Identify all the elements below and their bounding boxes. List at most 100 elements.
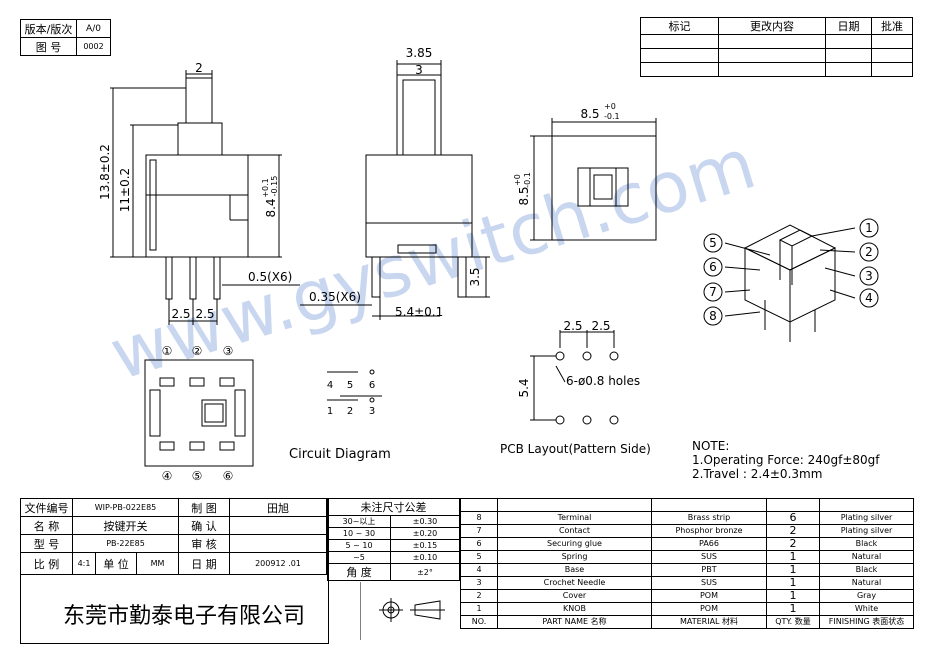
- bom-name: Securing glue: [497, 537, 652, 551]
- tol-value-4: ±0.10: [390, 551, 460, 564]
- company-name: 东莞市勤泰电子有限公司: [63, 604, 306, 629]
- bom-name: Cover: [497, 589, 652, 603]
- dim-pin-len-side: 3.5: [468, 267, 482, 286]
- circuit-pin-6: 6: [369, 380, 375, 391]
- pcb-pitch-1: 2.5: [563, 319, 582, 333]
- front-view: [110, 70, 300, 325]
- name-value: 按键开关: [72, 516, 179, 535]
- technical-drawing: www.gyswitch.com: [98, 46, 880, 483]
- callout-7: 7: [709, 285, 717, 299]
- pin-marker-2: ②: [192, 344, 203, 358]
- side-view: [300, 60, 490, 320]
- bom-qty: 2: [766, 524, 820, 538]
- bom-material: PA66: [651, 537, 767, 551]
- name-label: 名 称: [20, 516, 73, 535]
- dim-top-view-height-tol-bot: -0.1: [523, 172, 532, 188]
- bom-no: 3: [460, 576, 498, 590]
- bom-no: 7: [460, 524, 498, 538]
- bom-material: POM: [651, 589, 767, 603]
- dim-top-view-width-tol-top: +0: [604, 102, 616, 111]
- tolerance-title: 未注尺寸公差: [327, 498, 460, 516]
- dim-side-offset: 5.4±0.1: [395, 305, 443, 319]
- bom-material: POM: [651, 602, 767, 616]
- pin-marker-3: ③: [223, 344, 234, 358]
- pin-marker-4: ④: [162, 469, 173, 483]
- pcb-layout-label: PCB Layout(Pattern Side): [500, 442, 651, 456]
- draw-label: 制 图: [178, 498, 230, 517]
- tol-value-2: ±0.20: [390, 527, 460, 540]
- callout-2: 2: [865, 245, 873, 259]
- truncated-cone-icon: [410, 600, 445, 620]
- bom-no: 4: [460, 563, 498, 577]
- pin-marker-6: ⑥: [223, 469, 234, 483]
- dim-side-inner: 3: [415, 63, 423, 77]
- bom-name: Crochet Needle: [497, 576, 652, 590]
- callout-5: 5: [709, 236, 717, 250]
- tol-range-2: 10 ~ 30: [327, 527, 391, 540]
- bom-finish: Plating silver: [819, 511, 914, 525]
- callout-1: 1: [865, 221, 873, 235]
- note-title: NOTE:: [692, 439, 729, 453]
- bom-no: 1: [460, 602, 498, 616]
- tol-range-4: ~5: [327, 551, 391, 564]
- bom-name: Contact: [497, 524, 652, 538]
- bom-header-name: PART NAME 名称: [497, 615, 652, 629]
- dim-height-total: 13.8±0.2: [98, 144, 112, 200]
- drawing-no-label: 图 号: [20, 37, 77, 56]
- bom-finish: Gray: [819, 589, 914, 603]
- revision-table: 标记 更改内容 日期 批准: [640, 17, 913, 77]
- dim-height-inner-bot: -0.15: [270, 176, 279, 197]
- bom-name: Base: [497, 563, 652, 577]
- bom-no: 5: [460, 550, 498, 564]
- audit-label: 审 核: [178, 534, 230, 553]
- model-value: PB-22E85: [72, 534, 179, 553]
- tol-value-1: ±0.30: [390, 515, 460, 528]
- callout-4: 4: [865, 291, 873, 305]
- circuit-pin-3: 3: [369, 406, 375, 417]
- pcb-row-spacing: 5.4: [517, 378, 531, 397]
- bottom-view: [144, 359, 254, 467]
- bom-material: SUS: [651, 576, 767, 590]
- dim-top-width: 2: [195, 61, 203, 75]
- bom-qty: 2: [766, 537, 820, 551]
- bom-material: Brass strip: [651, 511, 767, 525]
- tolerance-table: 未注尺寸公差 30~以上±0.30 10 ~ 30±0.20 5 ~ 10±0.…: [327, 498, 460, 581]
- bom-qty: 1: [766, 589, 820, 603]
- bom-qty: 6: [766, 511, 820, 525]
- bom-name: Terminal: [497, 511, 652, 525]
- scale-value: 4:1: [72, 552, 96, 575]
- model-label: 型 号: [20, 534, 73, 553]
- bom-header-row: NO. PART NAME 名称 MATERIAL 材料 QTY. 数量 FIN…: [460, 615, 914, 629]
- crosshair-circle-icon: [379, 598, 403, 622]
- note-line-2: 2.Travel : 2.4±0.3mm: [692, 467, 822, 481]
- circuit-diagram: [327, 369, 382, 403]
- bom-header-no: NO.: [460, 615, 498, 629]
- dim-top-view-width-tol-bot: -0.1: [604, 112, 620, 121]
- bom-qty: 1: [766, 563, 820, 577]
- note-line-1: 1.Operating Force: 240gf±80gf: [692, 453, 880, 467]
- circuit-pin-2: 2: [347, 406, 353, 417]
- bom-finish: Black: [819, 537, 914, 551]
- dim-top-view-width: 8.5: [580, 107, 599, 121]
- pin-marker-1: ①: [162, 344, 173, 358]
- bom-name: KNOB: [497, 602, 652, 616]
- scale-label: 比 例: [20, 552, 73, 575]
- circuit-pin-5: 5: [347, 380, 353, 391]
- callout-6: 6: [709, 260, 717, 274]
- bom-no: 8: [460, 511, 498, 525]
- circuit-diagram-label: Circuit Diagram: [289, 447, 391, 462]
- unit-label: 单 位: [95, 552, 137, 575]
- angle-label: 角 度: [327, 563, 391, 581]
- pcb-hole-spec: 6-ø0.8 holes: [566, 374, 640, 388]
- bom-name: Spring: [497, 550, 652, 564]
- circuit-pin-4: 4: [327, 380, 333, 391]
- dim-side-width: 3.85: [406, 46, 433, 60]
